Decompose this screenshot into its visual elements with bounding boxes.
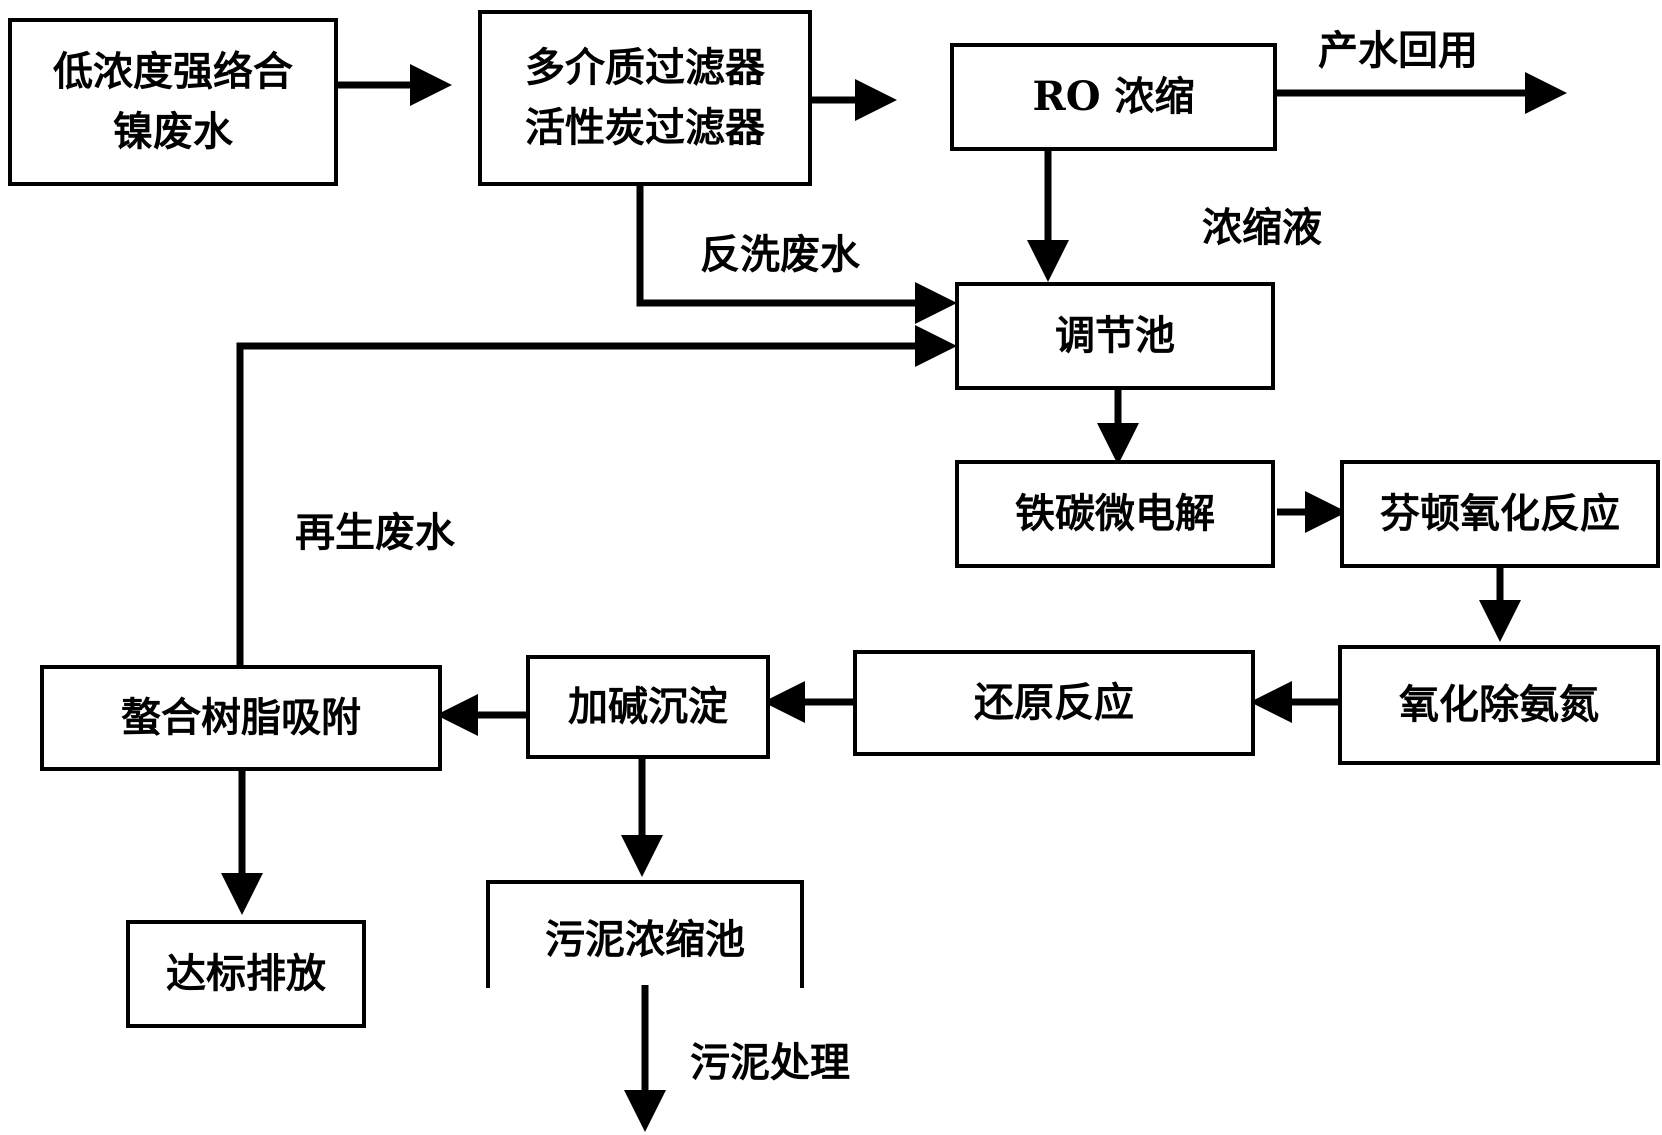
label-concentrate: 浓缩液	[1202, 204, 1322, 251]
node-fe-c: 铁碳微电解	[955, 460, 1275, 568]
label-product-reuse: 产水回用	[1318, 27, 1478, 74]
node-wastewater-in: 低浓度强络合 镍废水	[8, 18, 338, 186]
node-alkali-label: 加碱沉淀	[568, 683, 728, 730]
node-oxid-n: 氧化除氨氮	[1338, 645, 1660, 765]
label-backwash: 反洗废水	[700, 231, 860, 278]
label-regen: 再生废水	[295, 509, 455, 556]
node-filters: 多介质过滤器 活性炭过滤器	[478, 10, 812, 186]
node-fe-c-label: 铁碳微电解	[1015, 490, 1215, 537]
node-ro-label: RO 浓缩	[1032, 73, 1195, 120]
node-wastewater-in-label: 低浓度强络合 镍废水	[53, 48, 293, 155]
node-oxid-n-label: 氧化除氨氮	[1399, 681, 1599, 728]
node-sludge-tank-label: 污泥浓缩池	[545, 916, 745, 963]
node-chelate-label: 螯合树脂吸附	[121, 694, 361, 741]
node-chelate: 螯合树脂吸附	[40, 665, 442, 771]
arrow-regen	[236, 325, 957, 665]
label-sludge-treat: 污泥处理	[690, 1039, 850, 1086]
node-reduction-label: 还原反应	[974, 679, 1134, 726]
node-ro: RO 浓缩	[950, 43, 1277, 151]
node-discharge-label: 达标排放	[166, 950, 326, 997]
node-alkali: 加碱沉淀	[526, 655, 770, 759]
node-sludge-tank: 污泥浓缩池	[486, 880, 804, 988]
node-fenton-label: 芬顿氧化反应	[1380, 490, 1620, 537]
node-equalization: 调节池	[955, 282, 1275, 390]
node-discharge: 达标排放	[126, 920, 366, 1028]
arrow-backwash	[636, 176, 957, 324]
node-reduction: 还原反应	[853, 650, 1255, 756]
node-equalization-label: 调节池	[1055, 312, 1175, 359]
node-fenton: 芬顿氧化反应	[1340, 460, 1660, 568]
node-filters-label: 多介质过滤器 活性炭过滤器	[525, 44, 765, 151]
